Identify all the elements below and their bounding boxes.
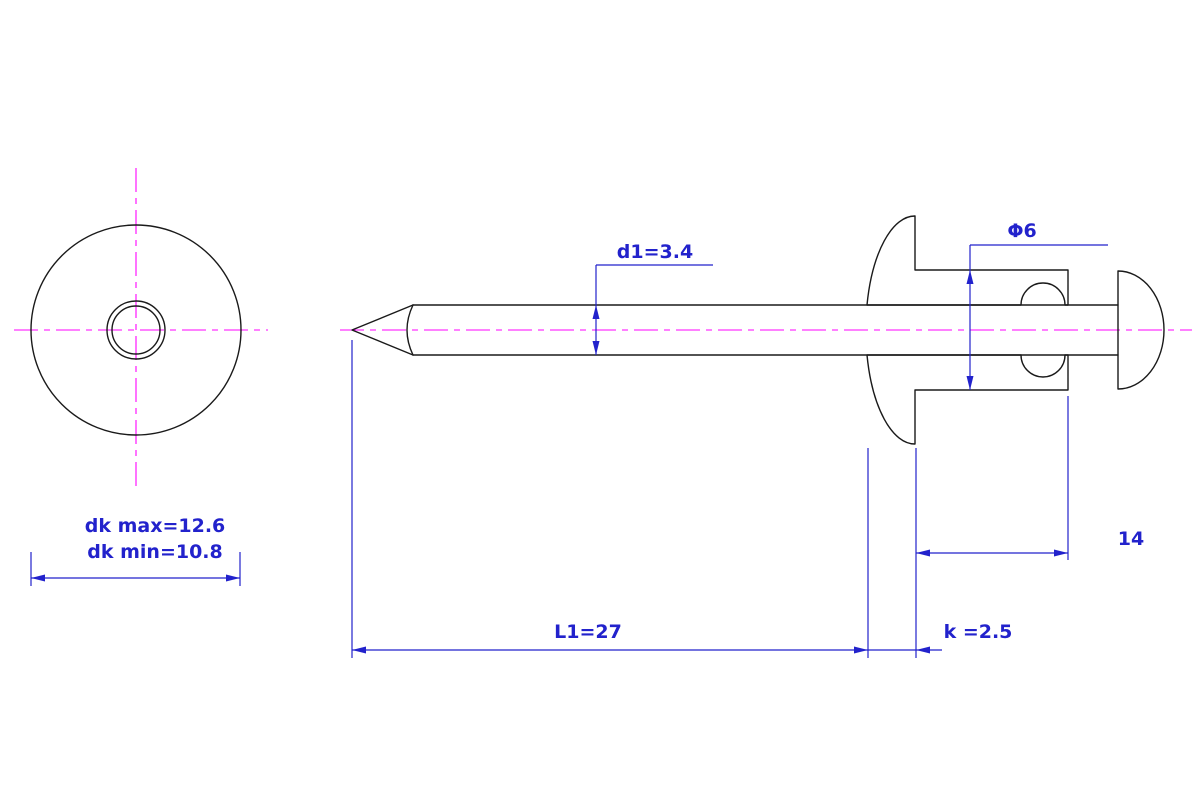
- centerlines: [14, 168, 1192, 492]
- l1-arrow-left: [352, 646, 366, 654]
- k-label: k =2.5: [944, 621, 1013, 643]
- dimension-k: k =2.5: [868, 448, 1012, 658]
- flange-and-body-lower-section: [866, 354, 1069, 445]
- d1-label: d1=3.4: [617, 241, 693, 263]
- l1-arrow-right: [854, 646, 868, 654]
- flange-and-body-upper-section: [866, 215, 1069, 306]
- mandrel-hole-outer-circle: [106, 300, 166, 360]
- d1-arrow-up: [592, 305, 600, 319]
- mandrel-tip-break-curve: [406, 304, 414, 356]
- dk-arrow-left: [31, 574, 45, 582]
- dimension-body-length: 14: [916, 396, 1144, 560]
- body-length-arrow-right: [1054, 549, 1068, 557]
- body-length-label: 14: [1118, 528, 1144, 550]
- d1-arrow-down: [592, 341, 600, 355]
- dk-max-label: dk max=12.6: [85, 515, 226, 537]
- dk-arrow-right: [226, 574, 240, 582]
- head-outer-circle: [30, 224, 242, 436]
- body-length-arrow-left: [916, 549, 930, 557]
- mandrel-hole-inner-circle: [111, 305, 161, 355]
- mandrel-head: [1117, 270, 1165, 390]
- dk-min-label: dk min=10.8: [87, 541, 223, 563]
- dimension-d1: d1=3.4: [592, 241, 713, 355]
- k-arrow-right: [916, 646, 930, 654]
- phi6-label: Φ6: [1007, 220, 1036, 242]
- dimension-phi6: Φ6: [966, 220, 1108, 390]
- side-view-body-section: [866, 215, 1069, 445]
- phi6-arrow-up: [966, 270, 974, 284]
- side-view-mandrel: [351, 270, 1165, 390]
- dimension-dk: dk max=12.6 dk min=10.8: [30, 515, 241, 586]
- mandrel-tip: [351, 304, 414, 356]
- phi6-arrow-down: [966, 376, 974, 390]
- front-view: [30, 224, 242, 436]
- dimension-l1: L1=27: [351, 340, 869, 658]
- l1-label: L1=27: [554, 621, 622, 643]
